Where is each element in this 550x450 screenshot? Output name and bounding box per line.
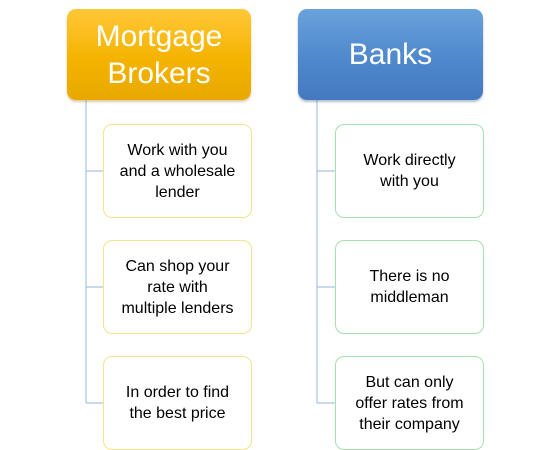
banks-header: Banks bbox=[298, 9, 483, 100]
broker-card-2: Can shop your rate with multiple lenders bbox=[103, 240, 252, 334]
bank-card-2: There is no middleman bbox=[335, 240, 484, 334]
bank-card-2-text: There is no middleman bbox=[369, 268, 450, 306]
bank-card-1: Work directly with you bbox=[335, 124, 484, 218]
mortgage-brokers-header: Mortgage Brokers bbox=[67, 9, 251, 100]
bank-card-3: But can only offer rates from their comp… bbox=[335, 356, 484, 450]
banks-title: Banks bbox=[348, 38, 433, 71]
broker-card-1: Work with you and a wholesale lender bbox=[103, 124, 252, 218]
broker-card-2-text: Can shop your rate with multiple lenders bbox=[121, 257, 234, 317]
mortgage-brokers-title: Mortgage Brokers bbox=[95, 19, 223, 90]
bank-card-3-text: But can only offer rates from their comp… bbox=[355, 373, 464, 433]
bank-card-1-text: Work directly with you bbox=[363, 152, 456, 190]
broker-card-3-text: In order to find the best price bbox=[125, 384, 230, 422]
broker-card-3: In order to find the best price bbox=[103, 356, 252, 450]
broker-card-1-text: Work with you and a wholesale lender bbox=[119, 141, 236, 201]
